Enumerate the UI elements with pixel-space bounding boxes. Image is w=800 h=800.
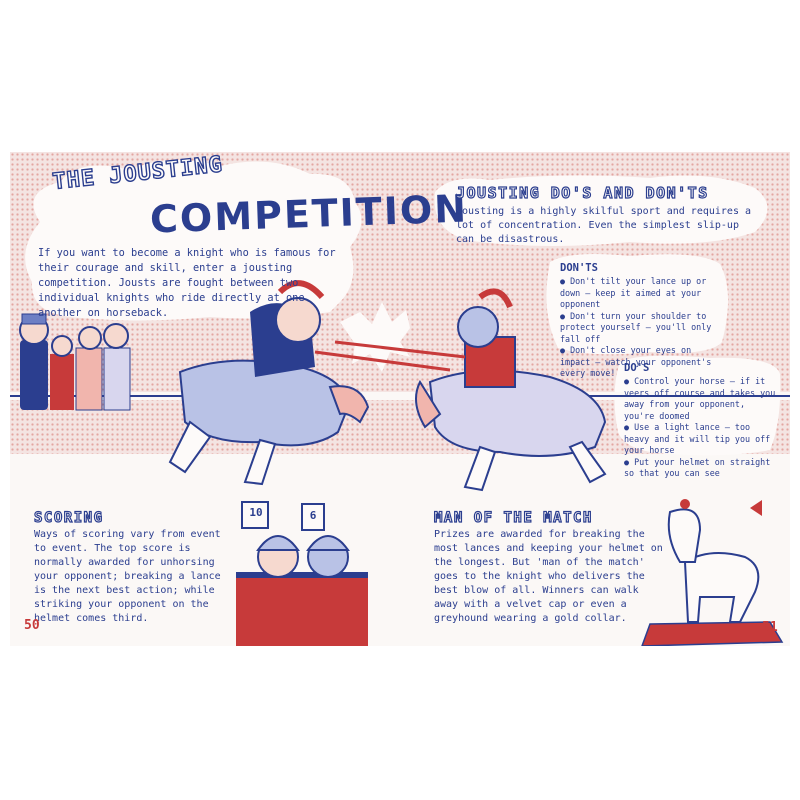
- left-knight-horse: [168, 280, 451, 486]
- dos-donts-text: Jousting is a highly skilful sport and r…: [456, 206, 752, 245]
- page-number-right: 51: [762, 620, 778, 635]
- greyhound-prize: [641, 499, 784, 646]
- dos-item: ● Put your helmet on straight so that yo…: [624, 456, 771, 479]
- dos-item: ● Control your horse – if it veers off c…: [624, 376, 776, 421]
- scoring-text: Ways of scoring vary from event to event…: [34, 529, 221, 624]
- judges-box: [236, 501, 368, 646]
- man-of-match-section: MAN OF THE MATCH Prizes are awarded for …: [433, 509, 666, 626]
- donts-item: ● Don't turn your shoulder to protect yo…: [560, 310, 712, 344]
- donts-box: DON'TS ● Don't tilt your lance up or dow…: [560, 262, 720, 380]
- book-spread: THE JOUSTING COMPETITION If you want to …: [10, 152, 790, 646]
- dos-bubble: [614, 355, 781, 456]
- dos-donts-heading: JOUSTING DO'S AND DON'TS: [455, 183, 709, 202]
- right-knight-horse: [334, 288, 607, 492]
- man-of-match-heading: MAN OF THE MATCH: [433, 509, 593, 526]
- score-card-10: 10: [249, 506, 263, 519]
- dos-item: ● Use a light lance – too heavy and it w…: [624, 422, 771, 455]
- dos-box: DO'S ● Control your horse – if it veers …: [624, 362, 778, 480]
- lower-white-area: [10, 454, 790, 646]
- jousting-illustration: [10, 159, 790, 646]
- impact-burst: [340, 302, 410, 372]
- intro-text: If you want to become a knight who is fa…: [38, 247, 336, 319]
- dos-donts-bubble: [434, 175, 768, 246]
- donts-title: DON'TS: [560, 262, 598, 274]
- man-of-match-text: Prizes are awarded for breaking the most…: [434, 529, 663, 624]
- donts-bubble: [546, 254, 729, 355]
- title-bubble: [25, 159, 362, 321]
- scoring-section: SCORING Ways of scoring vary from event …: [33, 509, 234, 626]
- dos-title: DO'S: [624, 362, 650, 374]
- donts-item: ● Don't close your eyes on impact – watc…: [560, 345, 712, 378]
- donts-item: ● Don't tilt your lance up or down – kee…: [560, 276, 707, 309]
- dos-donts-section: JOUSTING DO'S AND DON'TS Jousting is a h…: [455, 183, 756, 247]
- scoring-heading: SCORING: [33, 509, 104, 526]
- page-number-left: 50: [24, 618, 40, 633]
- score-card-6: 6: [309, 509, 317, 522]
- spectators: [19, 313, 131, 411]
